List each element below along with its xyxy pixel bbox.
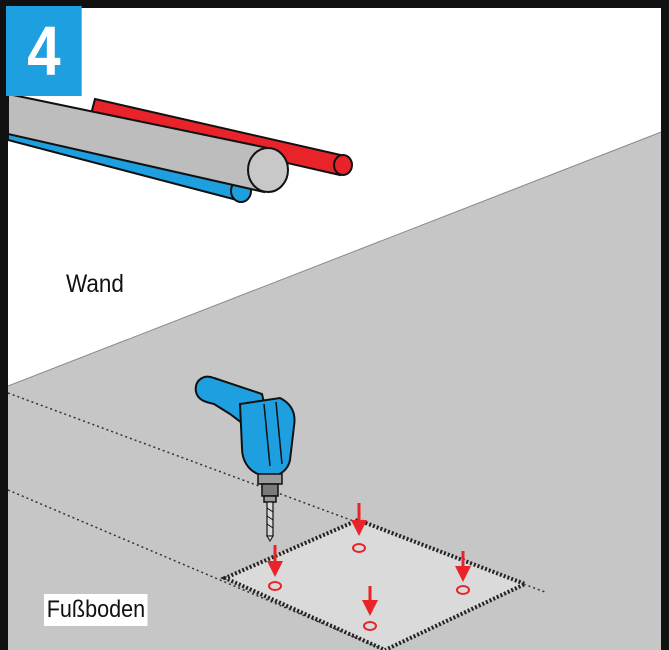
cutout-outline	[220, 517, 531, 650]
drill-arrows	[267, 503, 471, 616]
drill-bit-icon	[266, 501, 274, 542]
arrow-down-icon	[362, 586, 378, 616]
drill-hole-marker	[352, 543, 366, 553]
drill-hole-markers	[268, 543, 470, 631]
drill-hole-marker	[363, 621, 377, 631]
wall-floor-edge	[7, 128, 669, 387]
floor-area	[8, 129, 669, 650]
step-number-badge: 4	[6, 6, 82, 96]
arrow-down-icon	[351, 503, 367, 536]
power-drill-icon	[194, 375, 296, 503]
floor-label: Fußboden	[44, 594, 148, 626]
pipes-illustration	[7, 92, 353, 203]
arrow-down-icon	[455, 551, 471, 582]
drill-hole-marker	[456, 585, 470, 595]
wall-label: Wand	[66, 270, 124, 298]
drill-hole-marker	[268, 581, 282, 591]
arrow-down-icon	[267, 545, 283, 577]
